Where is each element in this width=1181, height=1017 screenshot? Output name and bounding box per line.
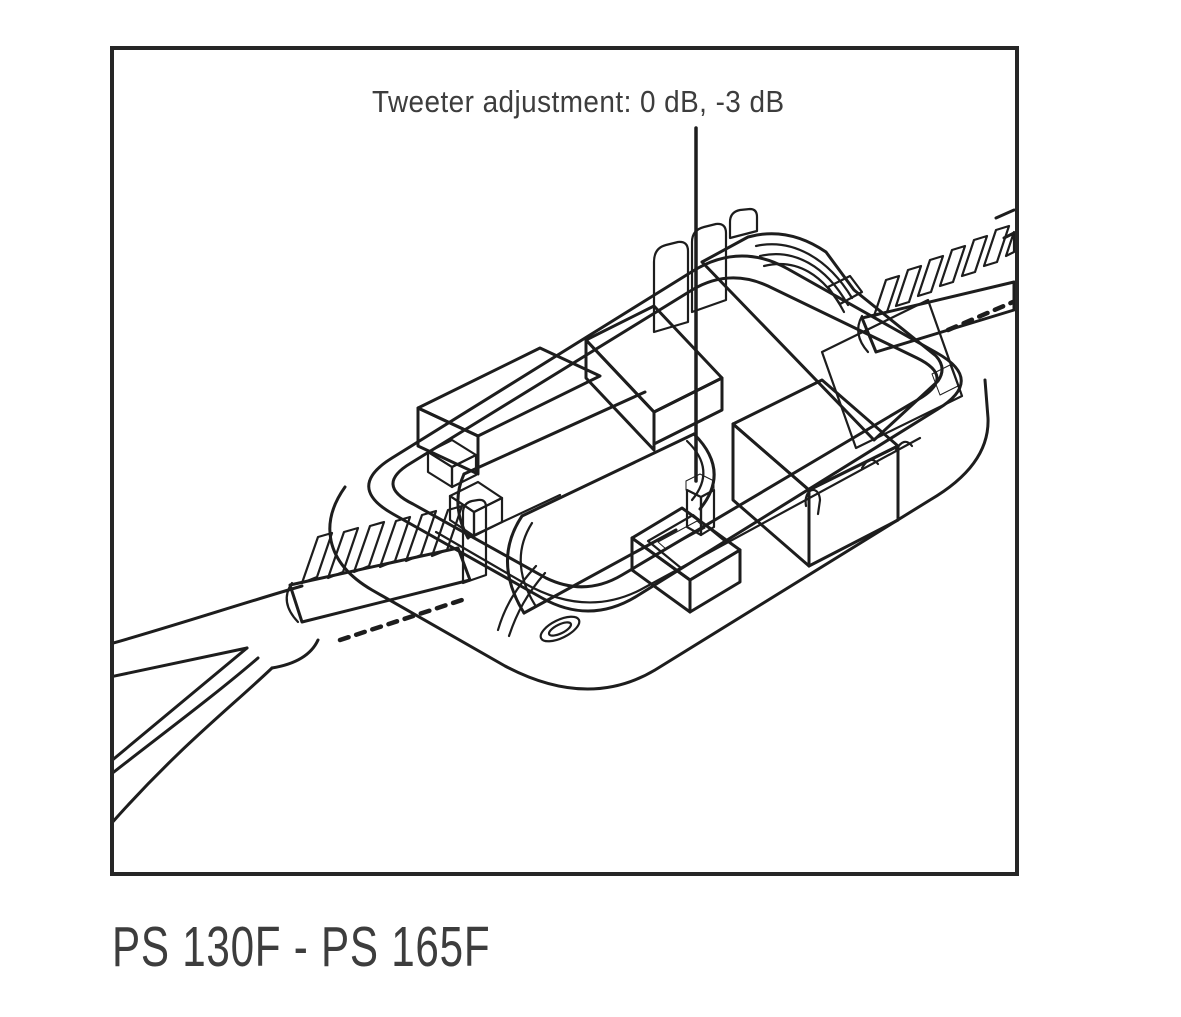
tweeter-adjustment-label: Tweeter adjustment: 0 dB, -3 dB [372,84,785,119]
cable-gland-right [826,208,1015,354]
switch-knob [685,473,715,498]
capacitors [456,390,716,638]
tweeter-switch [630,473,742,614]
inductor-block-left [416,346,602,476]
component-block-right [731,378,900,568]
model-caption: PS 130F - PS 165F [112,915,491,979]
speaker-cable-left [114,584,320,823]
inductor-block-center [584,304,724,452]
west-clamp-pads [426,438,504,585]
retainer-clips [652,207,759,334]
cable-gland-left [285,504,472,643]
